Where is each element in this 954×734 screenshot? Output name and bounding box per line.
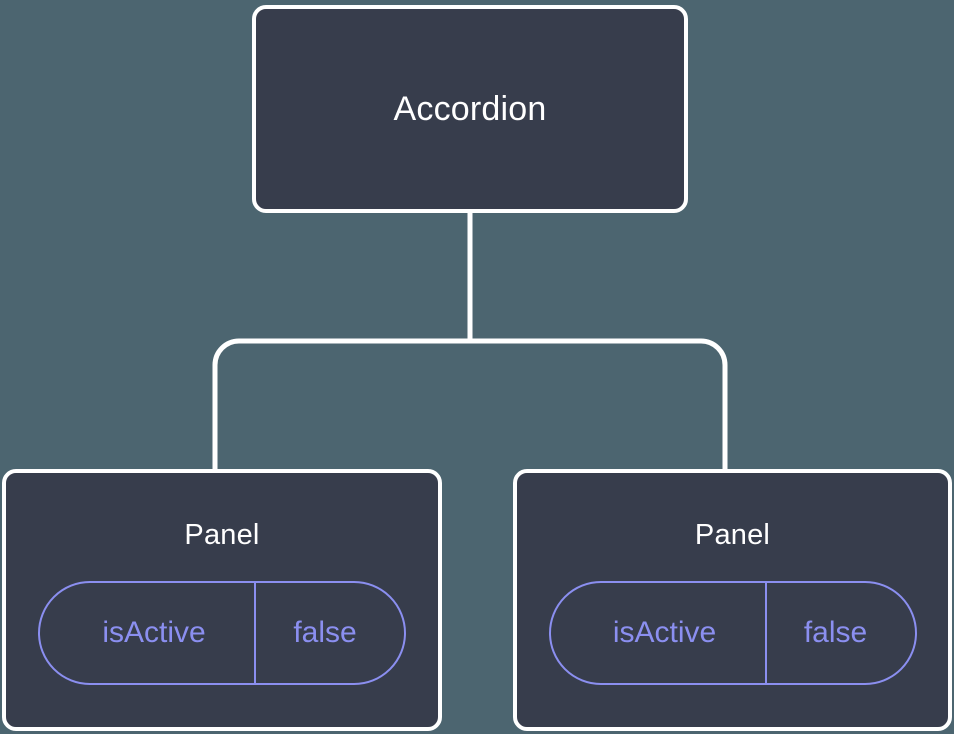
- node-panel-1[interactable]: Panel isActive false: [2, 469, 442, 731]
- node-title: Panel: [694, 519, 771, 551]
- prop-divider: [254, 583, 256, 683]
- prop-key: isActive: [102, 616, 206, 649]
- connector-branch-right: [470, 338, 728, 473]
- node-title: Accordion: [393, 90, 547, 128]
- prop-pill-isactive[interactable]: isActive false: [38, 581, 406, 685]
- prop-divider: [764, 583, 767, 683]
- node-panel-2[interactable]: Panel isActive false: [513, 469, 952, 731]
- prop-pill-isactive[interactable]: isActive false: [548, 581, 917, 685]
- connector-branch-left: [212, 338, 470, 473]
- prop-key: isActive: [612, 616, 717, 649]
- prop-value: false: [293, 616, 357, 649]
- node-title: Panel: [184, 519, 260, 551]
- node-accordion[interactable]: Accordion: [252, 5, 688, 213]
- prop-value: false: [803, 616, 868, 649]
